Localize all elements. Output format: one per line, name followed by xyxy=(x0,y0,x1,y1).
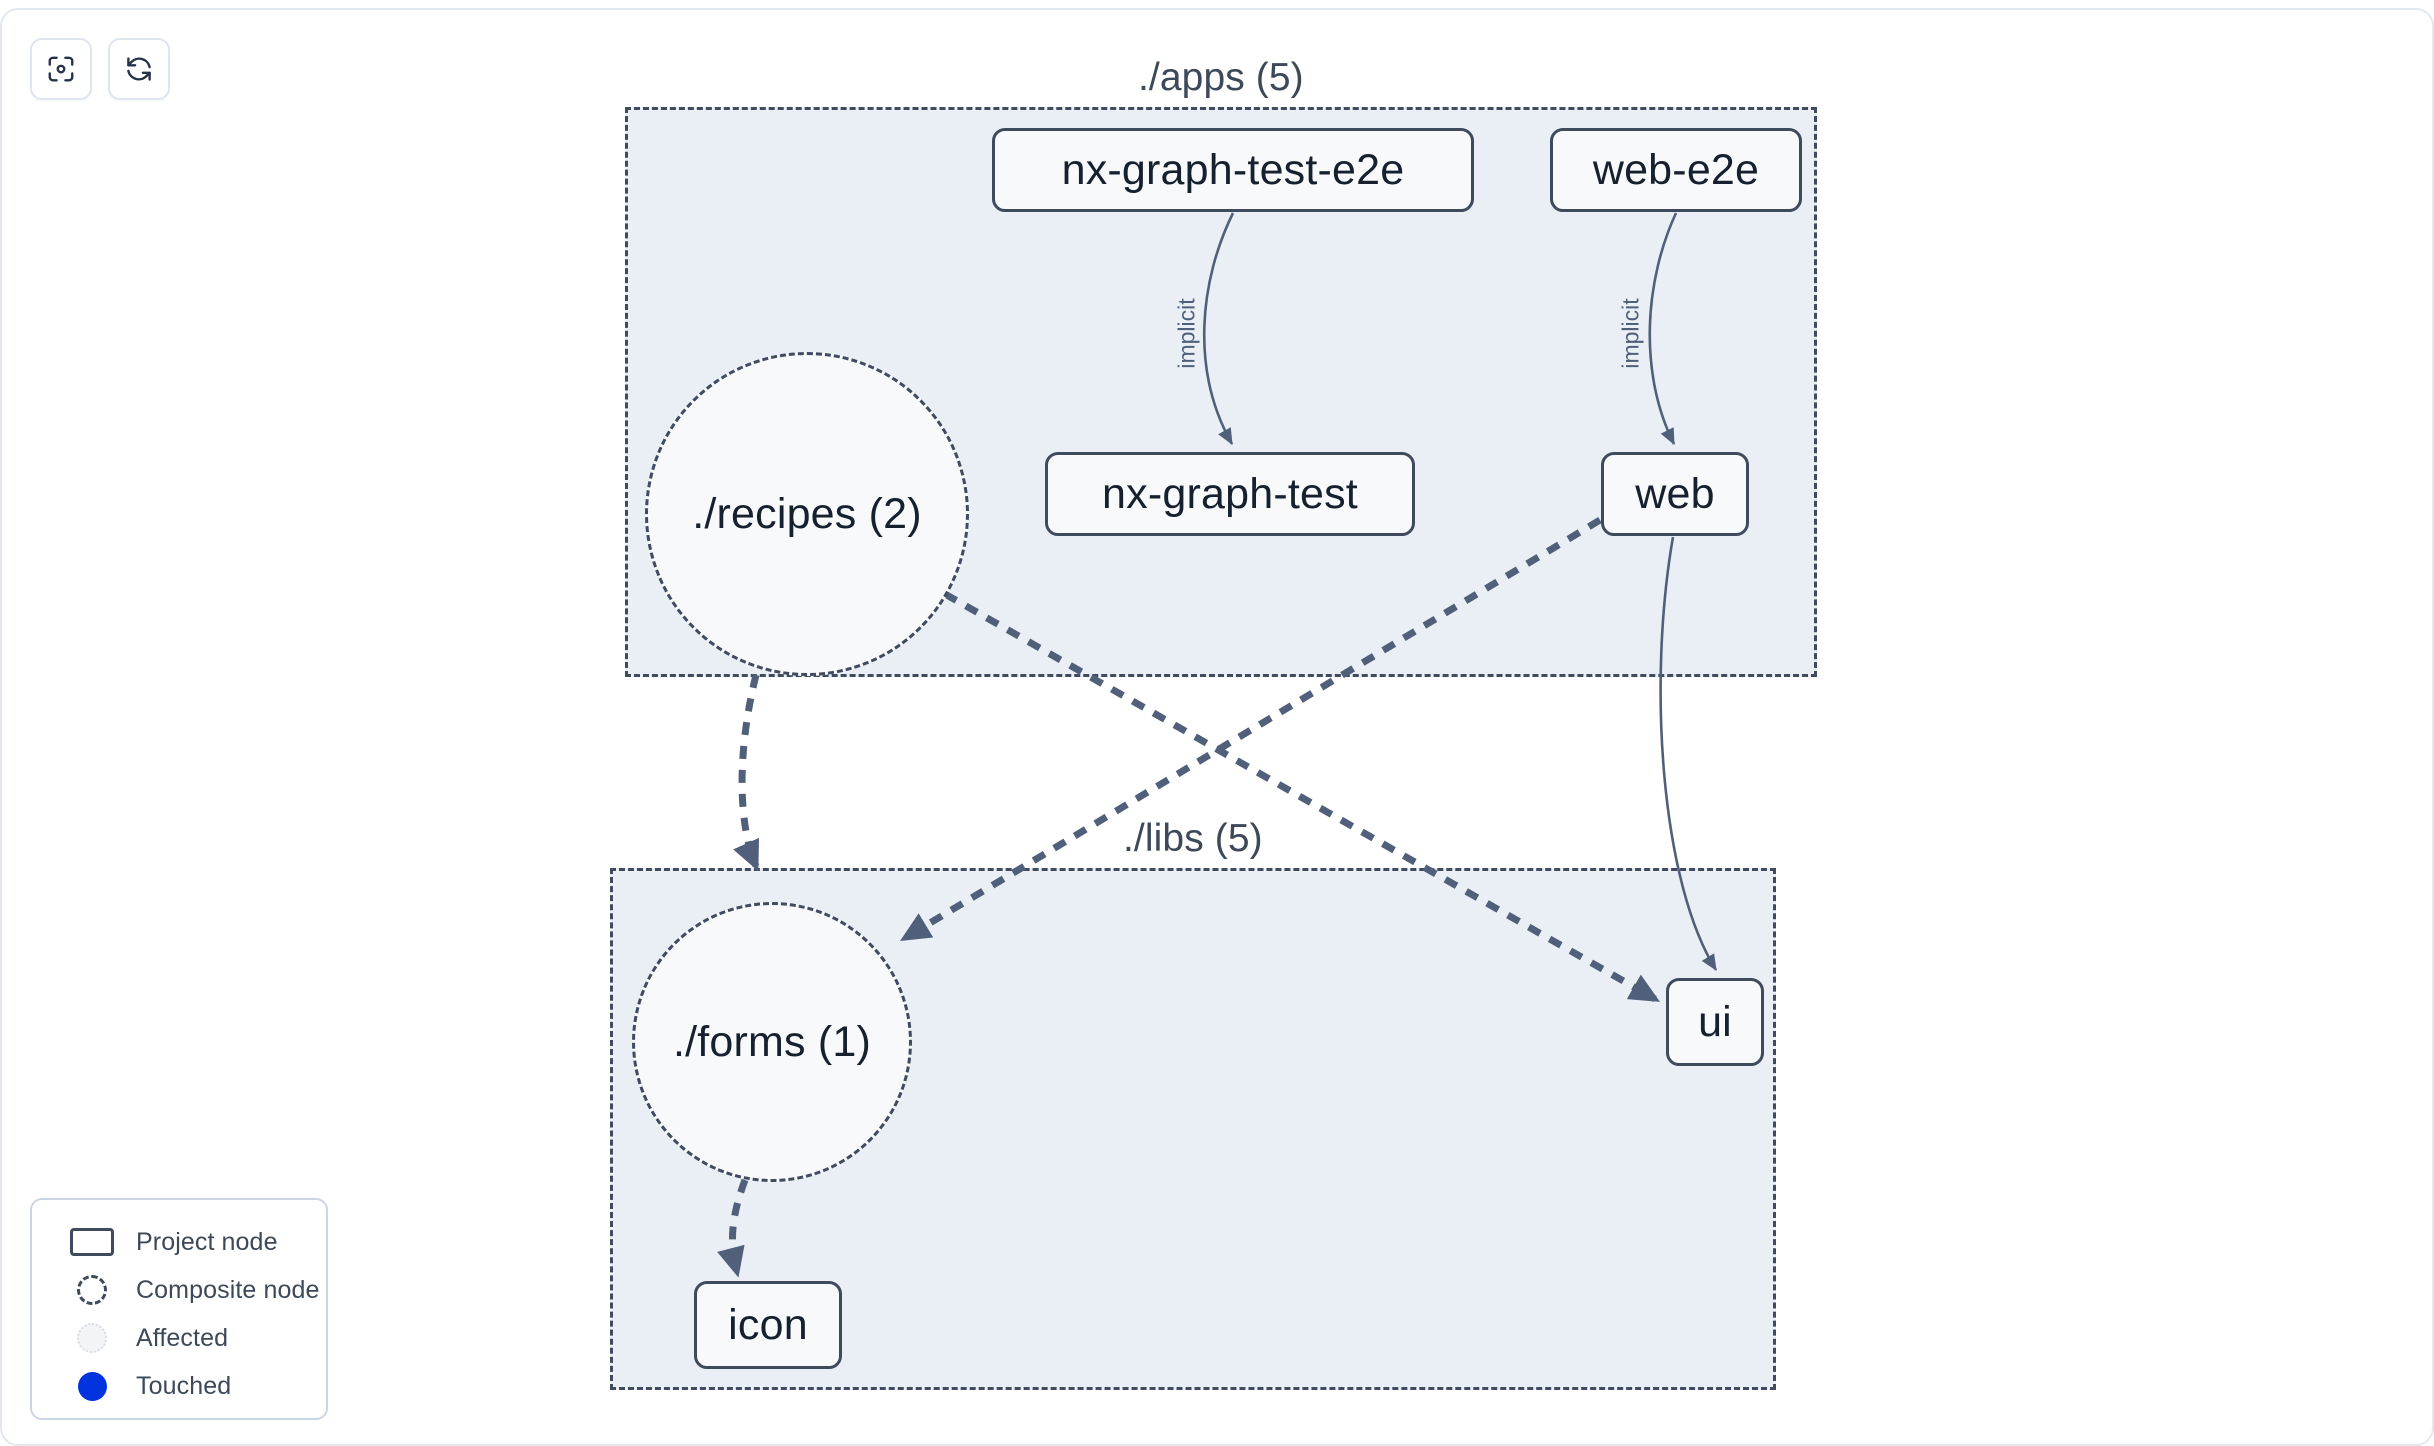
project-node-label: nx-graph-test xyxy=(1102,469,1358,518)
composite-node-recipes[interactable]: ./recipes (2) xyxy=(645,352,969,676)
refresh-graph-button[interactable] xyxy=(108,38,170,100)
project-node-nx-graph-test[interactable]: nx-graph-test xyxy=(1045,452,1415,536)
composite-node-swatch-icon xyxy=(68,1275,116,1305)
legend-label: Affected xyxy=(136,1323,229,1352)
edge-label-implicit-2: implicit xyxy=(1617,298,1644,369)
composite-node-forms[interactable]: ./forms (1) xyxy=(632,902,912,1182)
legend-label: Composite node xyxy=(136,1275,320,1304)
project-node-icon[interactable]: icon xyxy=(694,1281,842,1369)
project-node-swatch-icon xyxy=(68,1228,116,1256)
project-node-web-e2e[interactable]: web-e2e xyxy=(1550,128,1802,212)
composite-node-label: ./recipes (2) xyxy=(692,489,922,538)
graph-toolbar xyxy=(30,38,170,100)
project-node-web[interactable]: web xyxy=(1601,452,1749,536)
affected-swatch-icon xyxy=(68,1323,116,1353)
legend-item-affected: Affected xyxy=(32,1314,326,1362)
focus-graph-button[interactable] xyxy=(30,38,92,100)
project-node-label: web xyxy=(1635,469,1715,518)
project-node-label: web-e2e xyxy=(1592,145,1760,194)
refresh-icon xyxy=(124,54,154,84)
legend-item-composite-node: Composite node xyxy=(32,1266,326,1314)
legend-item-touched: Touched xyxy=(32,1362,326,1410)
edge-recipes-to-forms xyxy=(733,674,760,872)
legend-label: Touched xyxy=(136,1371,232,1400)
touched-swatch-icon xyxy=(68,1371,116,1401)
legend-label: Project node xyxy=(136,1227,278,1256)
container-label-apps: ./apps (5) xyxy=(1128,58,1314,97)
project-node-label: nx-graph-test-e2e xyxy=(1061,145,1405,194)
project-node-label: ui xyxy=(1698,997,1732,1046)
focus-target-icon xyxy=(46,54,76,84)
edge-label-implicit-1: implicit xyxy=(1173,298,1200,369)
project-node-ui[interactable]: ui xyxy=(1666,978,1764,1066)
container-label-libs: ./libs (5) xyxy=(1113,819,1273,858)
project-node-label: icon xyxy=(728,1300,808,1349)
project-node-nx-graph-test-e2e[interactable]: nx-graph-test-e2e xyxy=(992,128,1474,212)
legend-item-project-node: Project node xyxy=(32,1218,326,1266)
graph-legend: Project node Composite node Affected Tou… xyxy=(30,1198,328,1420)
composite-node-label: ./forms (1) xyxy=(672,1017,872,1066)
